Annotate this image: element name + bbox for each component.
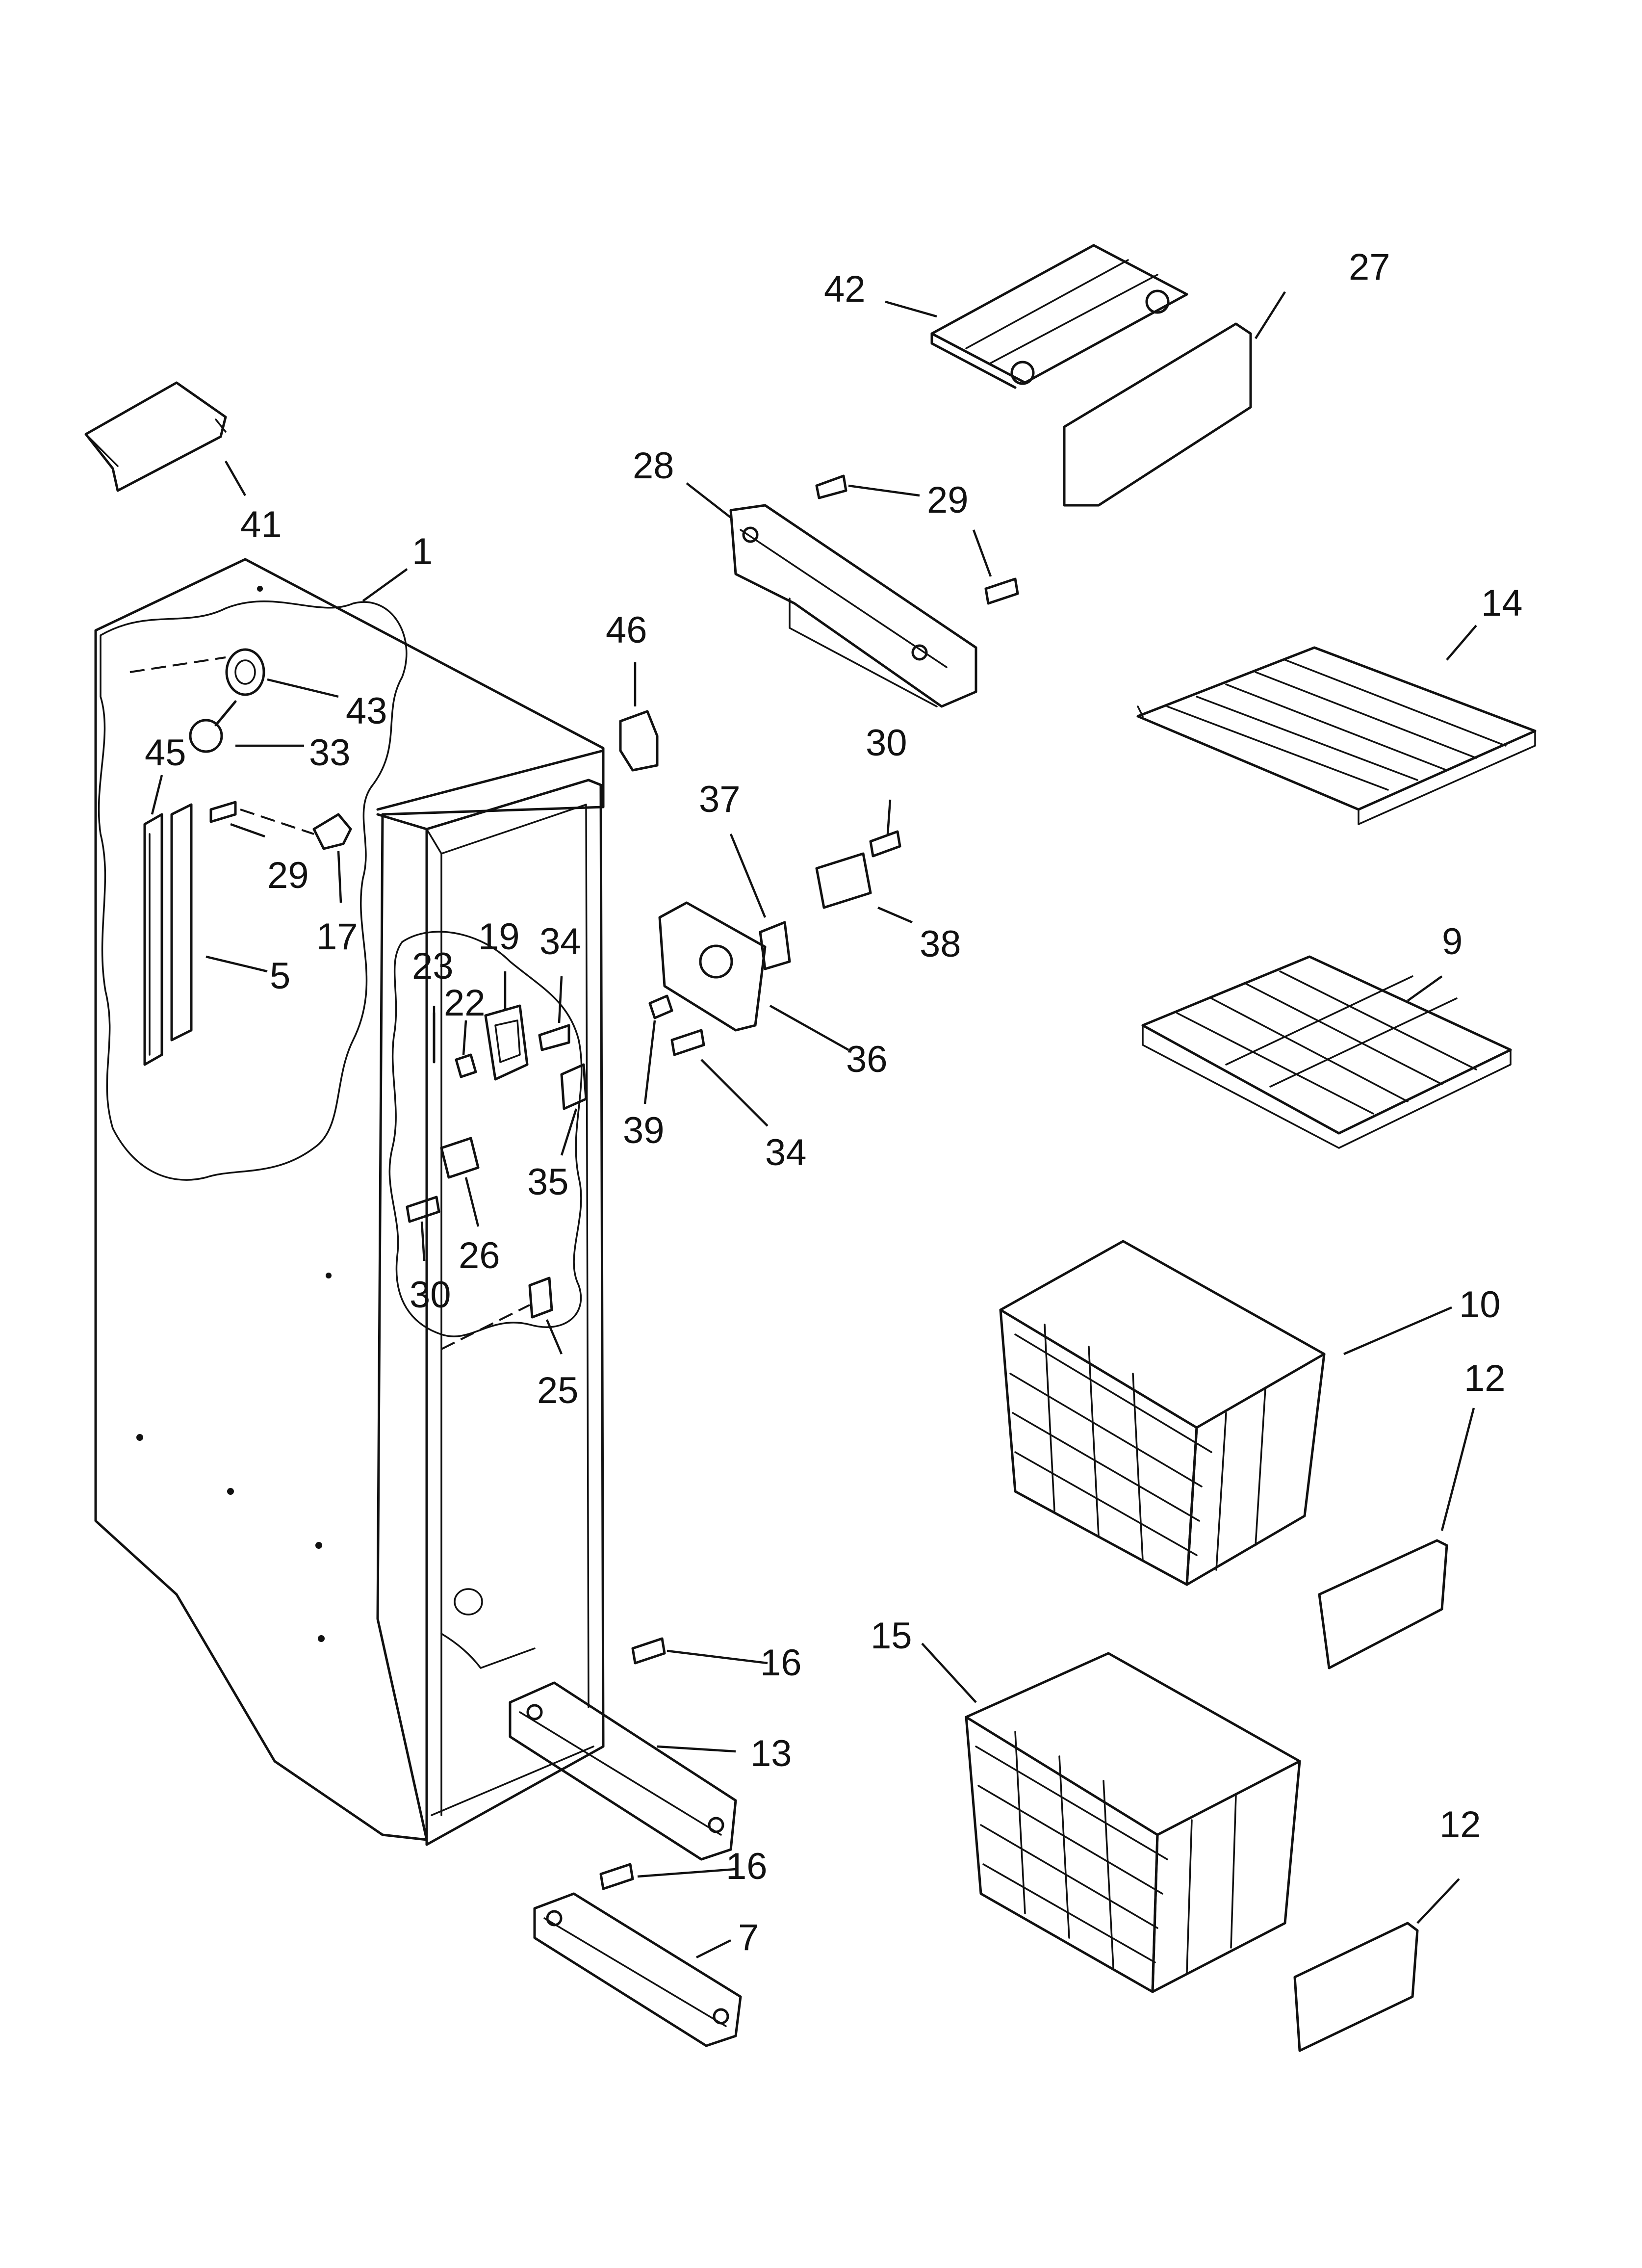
callout-19: 19 (478, 916, 520, 958)
callout-45: 45 (145, 732, 186, 774)
callout-10: 10 (1459, 1284, 1501, 1326)
callout-12-lower: 12 (1439, 1804, 1481, 1846)
screw-part-16-lower (599, 1863, 634, 1890)
wire-shelf-part-9 (1141, 955, 1512, 1149)
knob-part-39 (648, 994, 673, 1019)
callout-29-left: 29 (267, 855, 309, 896)
damper-part-36 (658, 901, 767, 1032)
callout-labels: 42 27 28 29 14 41 1 46 43 33 45 30 37 29… (145, 246, 1523, 1958)
callout-16-upper: 16 (760, 1642, 802, 1684)
callout-9: 9 (1442, 921, 1462, 963)
panel-part-27 (1063, 322, 1252, 507)
grille-part-13 (509, 1681, 737, 1861)
callout-39: 39 (623, 1110, 665, 1151)
shelf-part-14 (1136, 646, 1537, 825)
screw-part-30-left (406, 1196, 440, 1223)
toe-grille-part-7 (533, 1892, 742, 2047)
top-bracket-part-41 (84, 381, 227, 492)
board-part-26 (440, 1137, 480, 1179)
callout-7: 7 (738, 1917, 759, 1958)
callout-1: 1 (412, 531, 433, 573)
leader-lines (151, 291, 1477, 1959)
callout-25: 25 (537, 1370, 579, 1411)
basket-front-part-12-upper (1318, 1539, 1448, 1669)
basket-part-15 (965, 1652, 1301, 1993)
thermostat-housing-part-19 (484, 1004, 529, 1081)
callout-12-upper: 12 (1464, 1357, 1506, 1399)
trim-strip-part-5 (170, 803, 193, 1042)
light-shield-part-45 (143, 813, 163, 1066)
screw-part-29-left (209, 801, 314, 835)
callout-27: 27 (1349, 246, 1390, 288)
freezer-liner-part-1 (94, 558, 605, 1846)
screw-part-16-upper (631, 1637, 666, 1665)
callout-30-left: 30 (410, 1274, 451, 1316)
screw-part-30-right (869, 830, 901, 858)
hinge-part-42 (930, 244, 1188, 389)
callout-17: 17 (316, 916, 358, 958)
light-bulb-part-33 (189, 700, 237, 753)
callout-37: 37 (699, 779, 741, 820)
callout-30-top: 30 (866, 722, 907, 764)
callout-36: 36 (846, 1039, 888, 1080)
callout-22: 22 (444, 982, 486, 1024)
callout-46: 46 (606, 609, 647, 651)
callout-23: 23 (412, 945, 454, 987)
sensor-part-38 (815, 852, 872, 909)
callout-41: 41 (240, 504, 282, 546)
callout-29-top: 29 (927, 479, 969, 521)
screw-part-34-left (538, 1024, 570, 1051)
callout-35: 35 (527, 1161, 569, 1203)
callout-34-left: 34 (539, 921, 581, 963)
basket-front-part-12-lower (1293, 1922, 1419, 2052)
bracket-part-35 (560, 1063, 588, 1110)
callout-5: 5 (270, 955, 290, 997)
callout-16-lower: 16 (726, 1846, 768, 1887)
callout-28: 28 (633, 445, 674, 487)
callout-34-right: 34 (765, 1132, 807, 1173)
callout-26: 26 (459, 1235, 500, 1277)
screw-part-29-top (815, 474, 847, 499)
bracket-part-28 (729, 504, 977, 708)
callout-13: 13 (750, 1733, 792, 1774)
clip-part-17 (312, 813, 352, 850)
screw-part-29-right (984, 577, 1019, 605)
screw-part-34-right (670, 1029, 705, 1056)
basket-part-10 (999, 1240, 1326, 1586)
switch-part-22 (455, 1053, 477, 1078)
callout-43: 43 (346, 690, 387, 732)
callout-38: 38 (920, 923, 961, 965)
connector-part-25 (441, 1277, 553, 1350)
callout-42: 42 (824, 268, 866, 310)
clip-part-46 (619, 710, 659, 772)
callout-33: 33 (309, 732, 351, 774)
callout-15: 15 (871, 1615, 912, 1657)
callout-14: 14 (1481, 582, 1523, 624)
light-socket-part-43 (129, 648, 265, 696)
